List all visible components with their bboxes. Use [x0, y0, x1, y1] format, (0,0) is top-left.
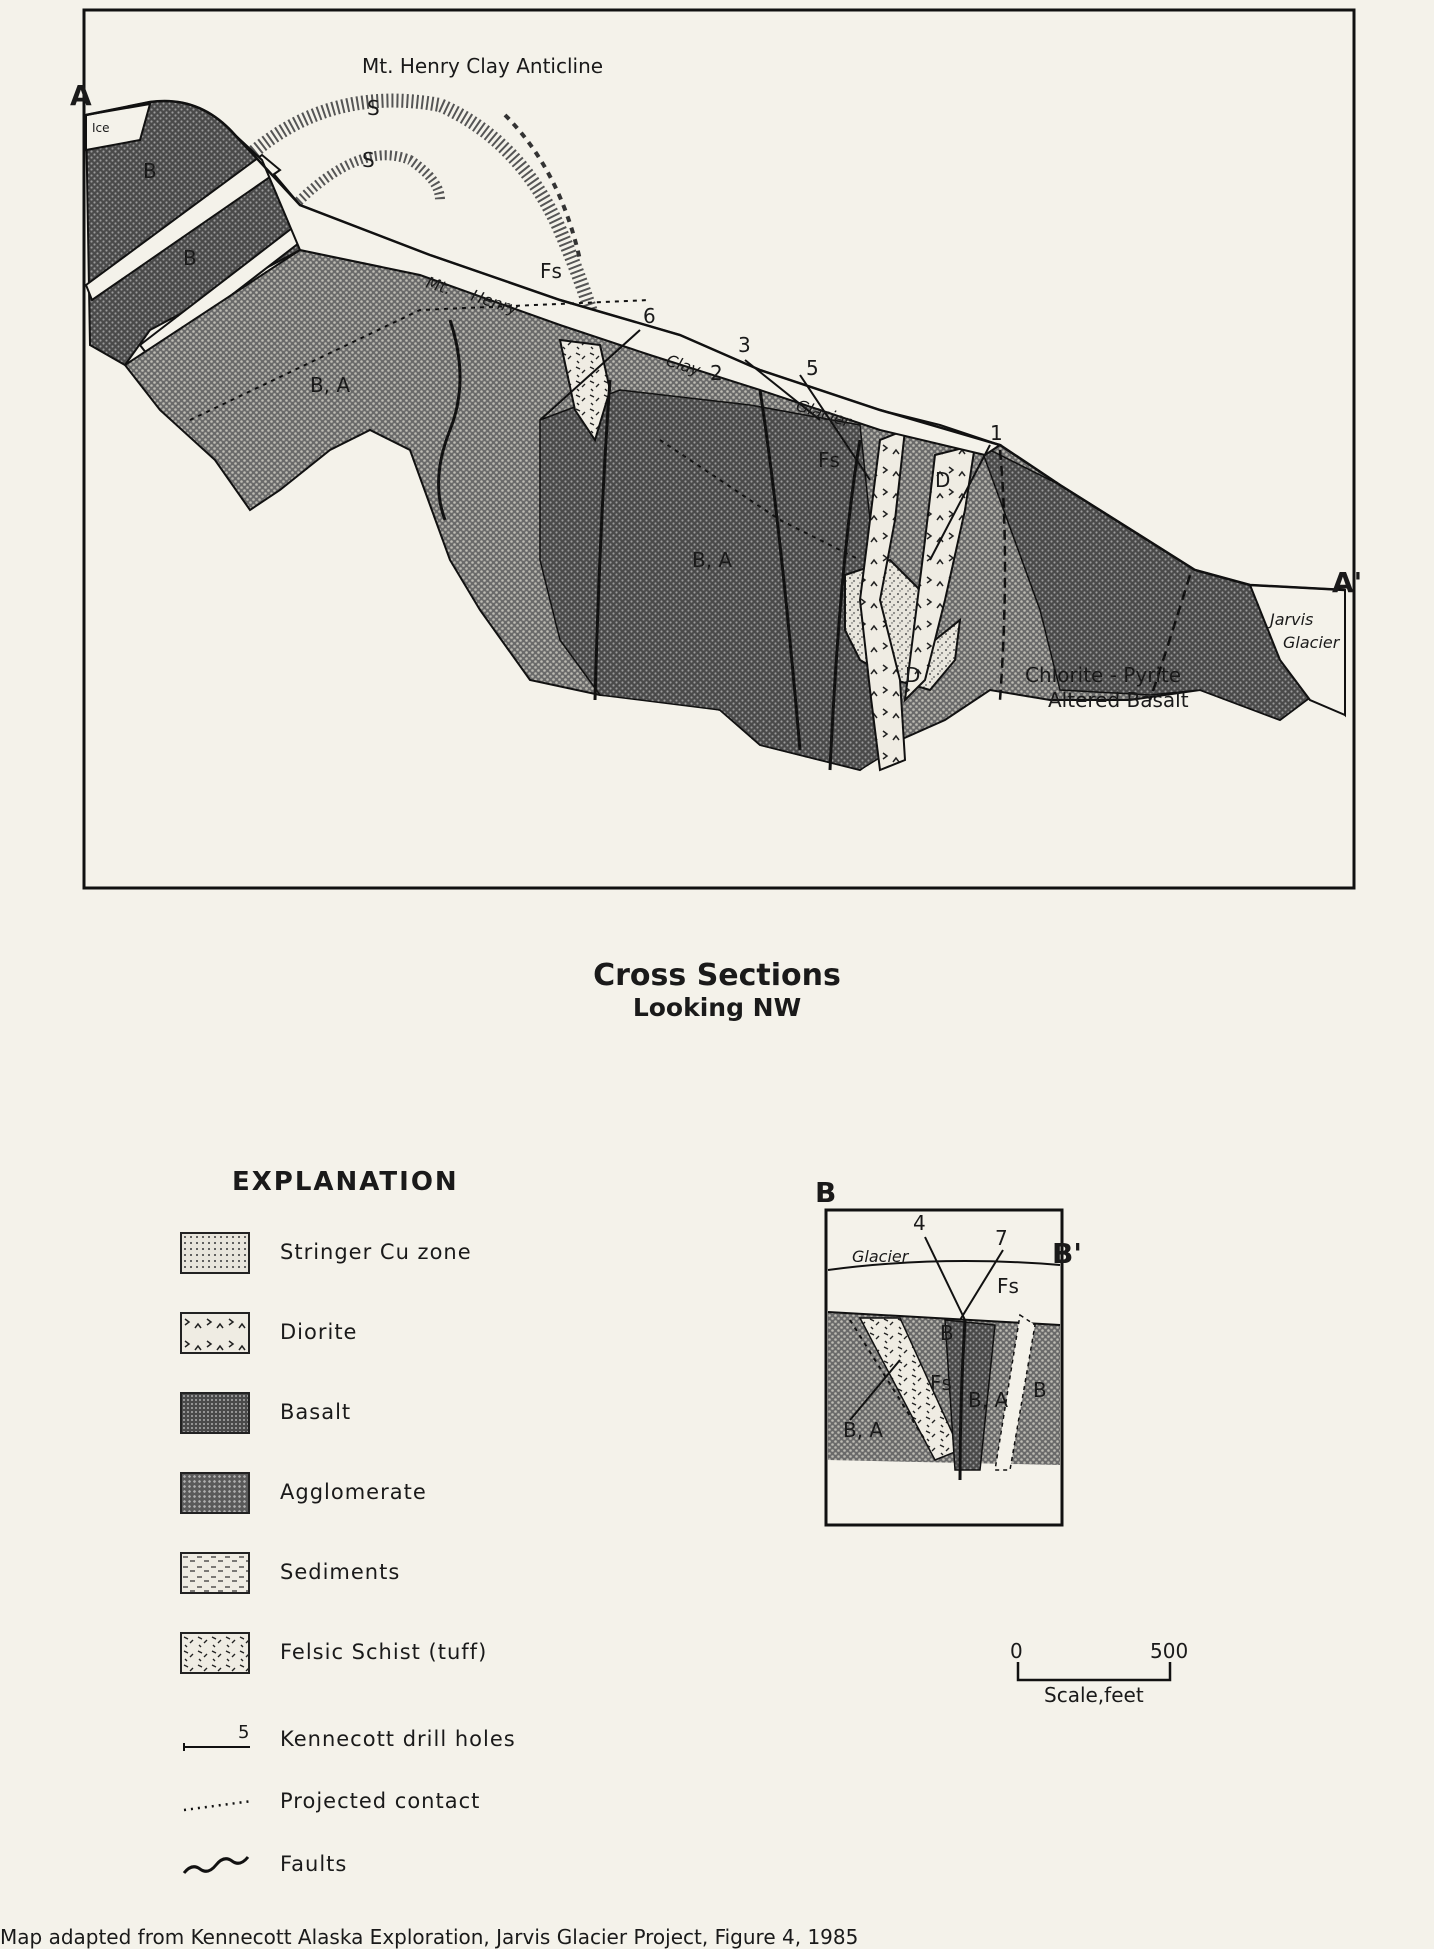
scale-max-label: 500 [1150, 1639, 1188, 1663]
anticline-label: Mt. Henry Clay Anticline [362, 54, 603, 78]
alteration-label-1: Chlorite - Pyrite [1025, 663, 1181, 687]
scale-bar [1016, 1662, 1172, 1682]
drill-hole-label-2: 2 [710, 361, 723, 385]
unit-label-ba-2: B, A [692, 548, 732, 572]
legend-label: Faults [280, 1852, 348, 1876]
alteration-label-2: Altered Basalt [1048, 688, 1189, 712]
jarvis-label-1: Jarvis [1267, 610, 1313, 629]
felsic-schist-column [558, 338, 612, 443]
unit-label-d-1: D [935, 468, 950, 492]
projected-contact-1 [189, 299, 651, 421]
drill-hole-label-1: 1 [990, 421, 1003, 445]
section-b-glacier [828, 1261, 1060, 1325]
section-b-unit-label-b-1: B [940, 1321, 954, 1345]
drill-hole-symbol-number: 5 [238, 1722, 249, 1743]
section-b-fault-2 [849, 1359, 901, 1421]
section-b-unit-label-ba-1: B, A [968, 1388, 1008, 1412]
wavy-line-symbol [182, 1856, 250, 1874]
diorite-swatch-icon [180, 1312, 250, 1354]
sediments-swatch-icon [180, 1552, 250, 1594]
section-b-unit-label-ba-2: B, A [843, 1418, 883, 1442]
ground-surface [85, 99, 1346, 592]
section-b-frame [824, 1208, 1064, 1527]
drill-hole-symbol [183, 1743, 250, 1751]
section-title-line2: Looking NW [632, 993, 802, 1022]
section-a-frame [82, 8, 1356, 890]
legend-label: Felsic Schist (tuff) [280, 1640, 488, 1664]
section-b-unit-label-fs-2: Fs [930, 1371, 952, 1395]
drill-hole-6 [539, 329, 641, 421]
unit-label-s-2: S [362, 148, 375, 172]
drill-hole-3 [744, 359, 821, 421]
fault-6 [1148, 574, 1192, 701]
section-b-unit-label-b-2: B [1033, 1378, 1047, 1402]
drill-hole-label-5: 5 [806, 356, 819, 380]
fault-3 [758, 389, 802, 751]
unit-label-d-2: D [905, 663, 920, 687]
unit-label-ba-1: B, A [310, 373, 350, 397]
fault-1 [437, 319, 462, 521]
ice-label: Ice [92, 121, 110, 135]
jarvis-label-2: Glacier [1283, 633, 1341, 652]
anticline-inner-arc [291, 150, 445, 209]
section-a-start-label: A [70, 79, 92, 112]
drill-hole-label-6: 6 [643, 304, 656, 328]
legend-heading: EXPLANATION [232, 1167, 459, 1197]
section-b-drill-label-7: 7 [995, 1226, 1008, 1250]
scale-min-label: 0 [1010, 1639, 1023, 1663]
diorite-dike-1 [858, 428, 907, 772]
sediment-band-1 [84, 153, 282, 302]
unit-label-fs-1: Fs [540, 259, 562, 283]
section-b-felsic-dike [994, 1313, 1036, 1471]
basalt-swatch-icon [180, 1392, 250, 1434]
legend-label: Basalt [280, 1400, 352, 1424]
felsic-schist-swatch-icon [180, 1632, 250, 1674]
agglomerate-swatch-icon [180, 1472, 250, 1514]
stipple-swatch-icon [180, 1232, 250, 1274]
legend-label: Kennecott drill holes [280, 1727, 516, 1751]
scale-unit-label: Scale,feet [1044, 1683, 1144, 1707]
unit-label-b-1: B [143, 159, 157, 183]
legend-label: Agglomerate [280, 1480, 427, 1504]
unit-label-fs-2: Fs [818, 448, 840, 472]
unit-label-b-2: B [183, 246, 197, 270]
section-b-fault-1 [958, 1319, 967, 1481]
anticline-outer-arc [245, 93, 607, 347]
fault-5 [998, 449, 1007, 701]
section-b-unit-label-fs-1: Fs [997, 1274, 1019, 1298]
fault-4 [828, 439, 862, 771]
legend-label: Projected contact [280, 1789, 481, 1813]
drill-hole-5 [799, 374, 871, 481]
unit-label-s-1: S [367, 96, 380, 120]
section-b-basalt-column [944, 1319, 996, 1471]
section-b-end-label: B' [1052, 1237, 1082, 1270]
legend-label: Stringer Cu zone [280, 1240, 472, 1264]
section-a-end-label: A' [1332, 566, 1362, 599]
section-b-surface [827, 1260, 1061, 1271]
source-caption: Map adapted from Kennecott Alaska Explor… [0, 1925, 859, 1949]
section-b-drill-hole-4 [924, 1236, 966, 1321]
anticline-felsic-arc [503, 113, 582, 261]
section-b-start-label: B [815, 1176, 836, 1209]
section-title-line1: Cross Sections [593, 958, 841, 993]
ice-wedge [85, 102, 152, 152]
section-b-glacier-label: Glacier [852, 1247, 910, 1266]
drill-hole-1 [929, 444, 991, 561]
dotted-line-symbol [183, 1799, 253, 1812]
drill-hole-label-3: 3 [738, 333, 751, 357]
section-b-drill-label-4: 4 [913, 1211, 926, 1235]
fault-2 [593, 379, 612, 701]
section-b-projected-contact [849, 1319, 926, 1441]
legend-label: Sediments [280, 1560, 401, 1584]
projected-contact-2 [659, 439, 861, 561]
section-b-drill-hole-7 [959, 1249, 1004, 1321]
legend-label: Diorite [280, 1320, 358, 1344]
